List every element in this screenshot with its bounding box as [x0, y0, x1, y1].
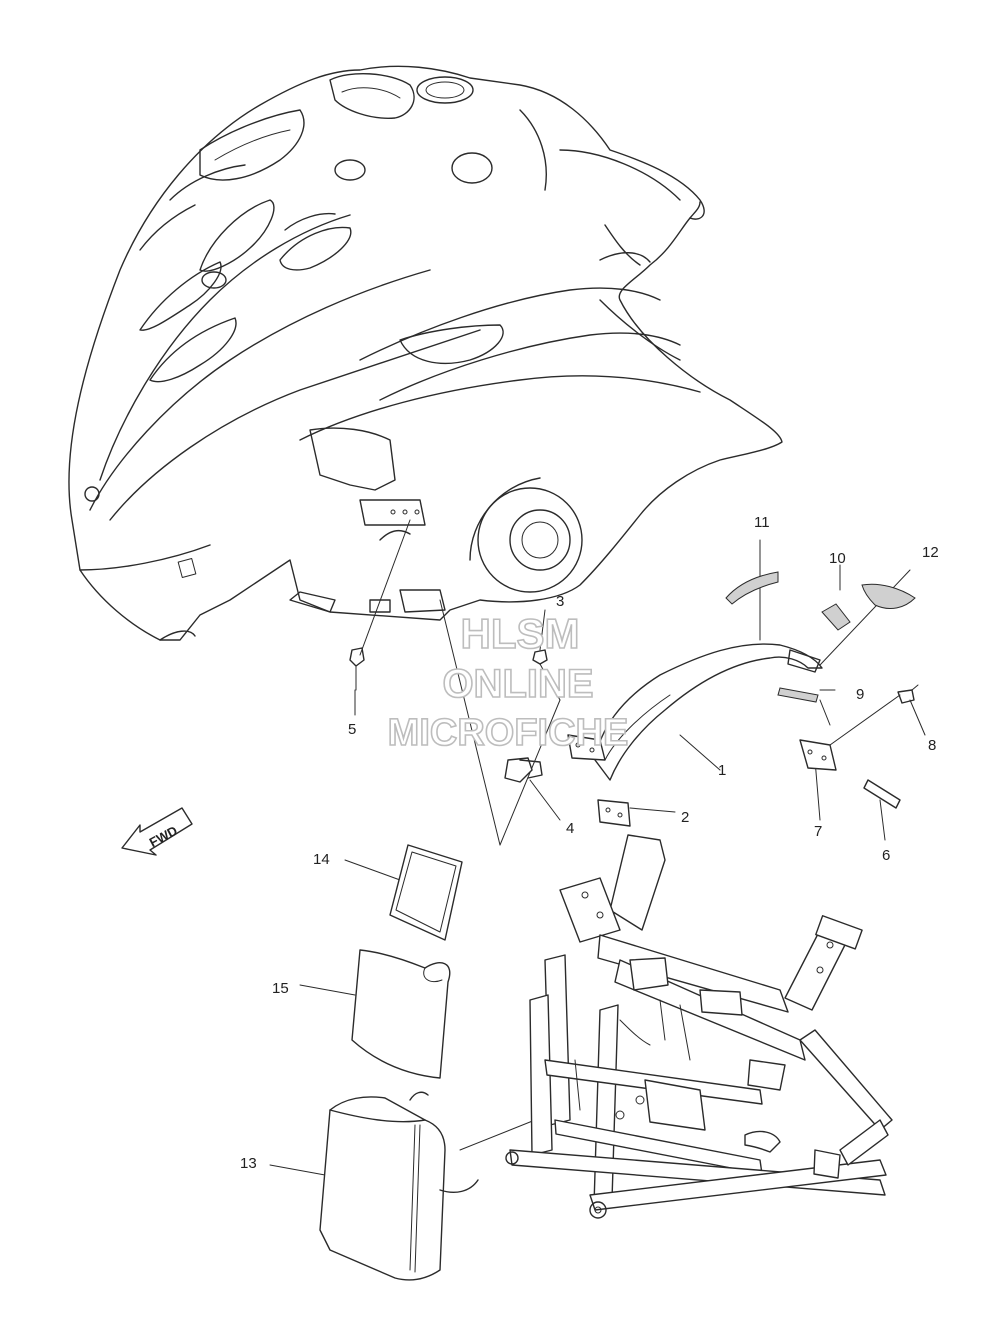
part-4-bracket [504, 757, 543, 783]
watermark-line-3: MICROFICHE [388, 712, 629, 754]
vehicle-frame [505, 834, 893, 1219]
callout-2: 2 [681, 809, 689, 826]
part-5-bolt [349, 647, 365, 691]
part-11-pad [725, 571, 779, 605]
callout-5: 5 [348, 721, 356, 738]
callout-labels: 1 2 3 4 5 6 7 8 9 10 11 12 13 14 15 [240, 514, 939, 1172]
callout-1: 1 [718, 762, 726, 779]
callout-9: 9 [856, 686, 864, 703]
callout-13: 13 [240, 1155, 257, 1172]
part-2b-bracket [567, 734, 606, 761]
callout-8: 8 [928, 737, 936, 754]
callout-11: 11 [754, 514, 770, 531]
part-1-trim-strip [594, 643, 823, 781]
part-14-sheet [389, 844, 463, 941]
watermark-line-1: HLSM [461, 610, 580, 657]
callout-6: 6 [882, 847, 890, 864]
body-shell [68, 65, 783, 641]
fwd-direction-arrow: FWD [121, 807, 193, 856]
part-3-clip [532, 649, 561, 701]
callout-3: 3 [556, 593, 564, 610]
callout-12: 12 [922, 544, 939, 561]
part-10-pad [821, 603, 851, 631]
part-6-strap [863, 779, 901, 809]
watermark-line-2: ONLINE [442, 662, 593, 706]
part-13-battery-box [319, 1091, 479, 1281]
part-12-pad [861, 583, 916, 609]
part-9-clip [777, 687, 819, 703]
callout-10: 10 [829, 550, 846, 567]
callout-7: 7 [814, 823, 822, 840]
part-15-cover [351, 949, 451, 1079]
callout-4: 4 [566, 820, 574, 837]
callout-14: 14 [313, 851, 330, 868]
part-7-bracket [799, 739, 837, 771]
part-2-bracket [597, 799, 631, 827]
part-8-rivet [897, 684, 919, 704]
callout-15: 15 [272, 980, 289, 997]
watermark: HLSM ONLINE MICROFICHE [387, 609, 629, 755]
